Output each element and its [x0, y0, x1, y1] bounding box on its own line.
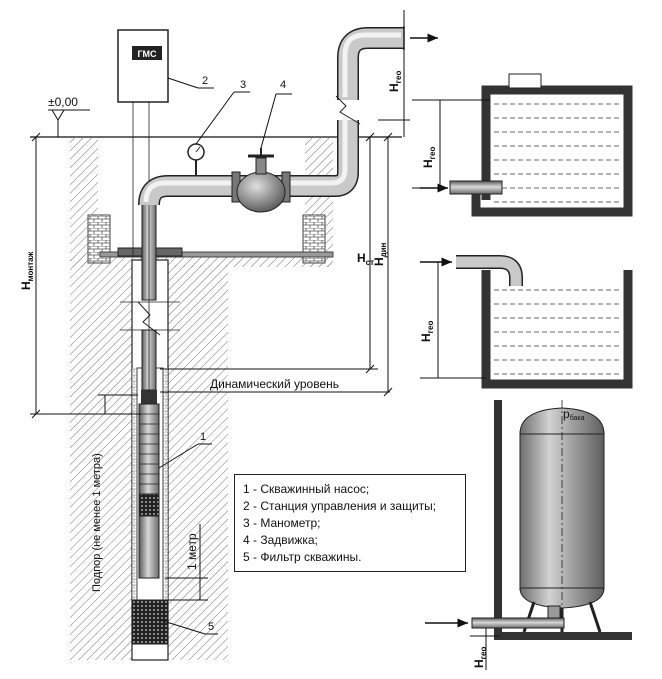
zero-level-marker: ±0,00: [48, 95, 90, 137]
h-st-sub: ст: [366, 258, 374, 267]
h-geo-main-base: H: [387, 83, 401, 92]
svg-text:Hгео: Hгео: [421, 147, 437, 168]
dimension-submersion: Подпор (не менее 1 метра): [91, 394, 138, 592]
logo-text: ГМС: [137, 49, 157, 59]
tank-bottom-inlet: Hгео: [412, 73, 633, 217]
dimension-h-mount: Hмонтаж: [19, 132, 141, 419]
svg-text:Hдин: Hдин: [372, 242, 388, 266]
h-geo-main-sub: гео: [394, 71, 403, 84]
ground-section: [30, 136, 402, 660]
h-geo-tank3-sub: гео: [479, 647, 488, 660]
tank-top-inlet: Hгео: [419, 255, 633, 389]
svg-text:pбака: pбака: [563, 407, 585, 422]
callout-1: 1: [200, 431, 206, 443]
h-geo-tank1-base: H: [421, 159, 435, 168]
svg-text:Hмонтаж: Hмонтаж: [19, 251, 35, 290]
svg-text:Hгео: Hгео: [387, 71, 403, 92]
control-station: ГМС: [117, 29, 169, 255]
h-geo-tank2-base: H: [419, 333, 433, 342]
well-filter: [131, 599, 169, 645]
h-dyn-sub: дин: [379, 242, 388, 257]
svg-text:Hгео: Hгео: [419, 321, 435, 342]
tank-pressure-sub: бака: [570, 414, 585, 422]
h-mount-base: H: [19, 281, 33, 290]
h-geo-tank3-base: H: [472, 659, 486, 668]
submersion-label: Подпор (не менее 1 метра): [91, 453, 103, 592]
gate-valve: [231, 148, 291, 213]
legend-item: 1 - Скважинный насос;: [243, 482, 370, 496]
h-geo-tank2-sub: гео: [426, 321, 435, 334]
zero-level-label: ±0,00: [48, 95, 78, 109]
legend-item: 4 - Задвижка;: [243, 533, 318, 547]
tank-pressure-base: p: [563, 407, 570, 421]
dimension-one-meter: 1 метр: [165, 524, 208, 601]
dynamic-level-label: Динамический уровень: [210, 377, 339, 391]
legend-item: 5 - Фильтр скважины.: [243, 550, 362, 564]
one-meter-label: 1 метр: [185, 533, 199, 570]
callout-5: 5: [208, 621, 214, 633]
legend-box: 1 - Скважинный насос; 2 - Станция управл…: [234, 474, 466, 572]
callout-4: 4: [280, 79, 286, 91]
discharge-pipe: [138, 26, 438, 206]
dimension-h-dyn: Hдин: [372, 132, 393, 397]
svg-text:Hгео: Hгео: [472, 647, 488, 668]
dimension-h-st: Hст: [357, 132, 375, 374]
h-geo-tank1-sub: гео: [428, 147, 437, 160]
svg-text:Hст: Hст: [357, 251, 374, 267]
h-dyn-base: H: [372, 257, 386, 266]
h-st-base: H: [357, 251, 366, 265]
callout-2: 2: [202, 75, 208, 87]
legend-item: 3 - Манометр;: [243, 516, 321, 530]
pressure-tank: Hгео pбака: [425, 400, 632, 670]
legend-item: 2 - Станция управления и защиты;: [243, 499, 437, 513]
h-mount-sub: монтаж: [26, 251, 35, 281]
manometer: [187, 143, 205, 176]
callouts: 2 3 4 1 5: [158, 75, 292, 635]
dimension-h-geo-main: Hгео: [378, 10, 410, 137]
dynamic-level: Динамический уровень: [160, 368, 390, 393]
callout-3: 3: [240, 79, 246, 91]
